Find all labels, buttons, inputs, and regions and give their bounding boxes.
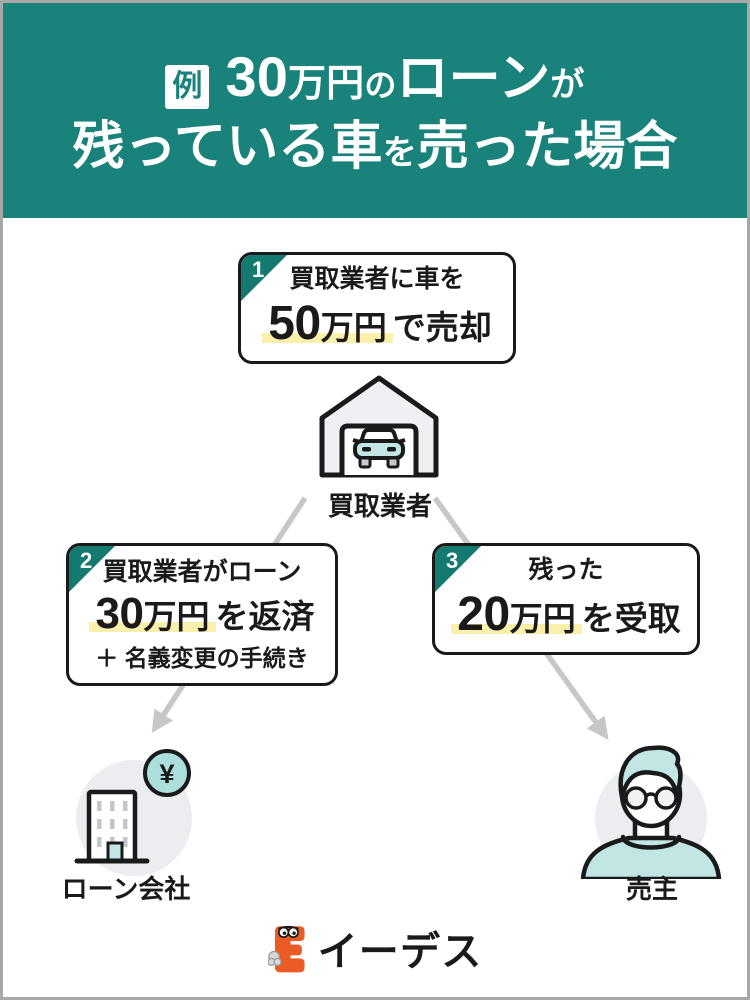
loan-company-icon: ¥: [74, 749, 192, 876]
step3-amount-highlight: 20万円: [451, 588, 582, 641]
yen-coin-icon: ¥: [143, 749, 191, 797]
yen-symbol: ¥: [159, 759, 174, 789]
brand-name: イーデス: [317, 930, 483, 974]
step3-rest: を受取: [581, 600, 681, 638]
title-loan-unit: 万円: [288, 62, 365, 105]
title-line-2: 残っている車 を 売った場合: [72, 121, 677, 173]
step2-rest: を返済: [215, 598, 315, 636]
step1-line1: 買取業者に車を: [289, 264, 465, 293]
title-line2-main-a: 残っている車: [72, 117, 383, 176]
title-particle-no: の: [364, 66, 397, 103]
step1-amount-highlight: 50万円: [262, 297, 393, 350]
seller-person-icon: [580, 745, 722, 879]
building-icon: [74, 789, 150, 864]
title-loan-amount: 30: [225, 44, 289, 108]
step1-rest: で売却: [392, 309, 492, 347]
step2-amount-line: 30万円を返済: [89, 589, 315, 640]
step3-amount-unit: 万円: [509, 600, 576, 638]
mascot-icon: [267, 925, 305, 973]
step1-amount-line: 50万円で売却: [262, 296, 492, 351]
step1-number: 1: [252, 257, 265, 282]
title-line-1: 例 30 万円 の ローン が: [165, 44, 585, 109]
step2-amount-unit: 万円: [143, 598, 210, 636]
step1-card: 1 買取業者に車を 50万円で売却: [238, 252, 516, 364]
buyer-label: 買取業者: [327, 491, 432, 521]
step3-line1: 残った: [528, 555, 604, 584]
example-badge: 例: [165, 64, 210, 109]
glasses-icon: [621, 786, 681, 810]
step1-amount-unit: 万円: [320, 309, 387, 347]
title-line2-main-b: 売った場合: [416, 117, 678, 176]
step2-amount-highlight: 30万円: [89, 589, 216, 638]
step3-number: 3: [446, 548, 459, 573]
step1-amount: 50: [268, 297, 321, 351]
title-particle-ga: が: [550, 65, 585, 104]
header-banner: 例 30 万円 の ローン が 残っている車 を 売った場合: [3, 3, 747, 218]
step3-amount: 20: [457, 588, 510, 642]
step2-line1: 買取業者がローン: [102, 557, 302, 586]
step3-amount-line: 20万円を受取: [451, 587, 681, 642]
title-line2-wo: を: [382, 133, 417, 172]
step2-corner-triangle: [69, 546, 115, 592]
step2-extra-line: ＋ 名義変更の手続き: [95, 644, 309, 671]
seller-label: 売主: [625, 874, 678, 904]
step3-card: 3 残った 20万円を受取: [432, 543, 700, 655]
mascot-fist: [267, 950, 282, 967]
step2-card: 2 買取業者がローン 30万円を返済 ＋ 名義変更の手続き: [66, 543, 338, 686]
step2-amount: 30: [95, 589, 144, 639]
title-loan-word: ローン: [396, 49, 551, 108]
loan-company-label: ローン会社: [61, 874, 191, 904]
step2-number: 2: [80, 548, 93, 573]
step1-corner-triangle: [241, 255, 287, 301]
car-icon: [352, 428, 406, 469]
garage-icon: [319, 375, 439, 478]
brand-logo: イーデス: [3, 919, 747, 977]
